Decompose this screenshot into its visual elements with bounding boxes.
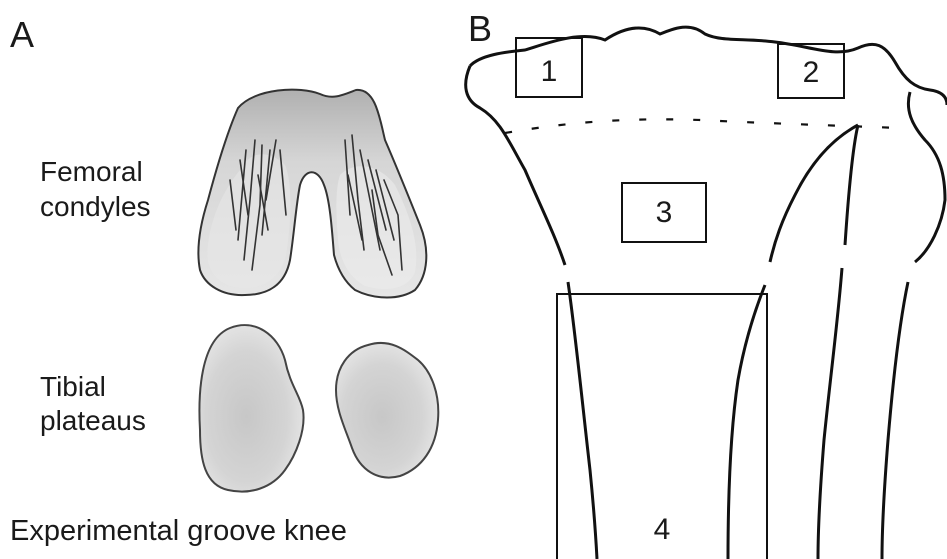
region-label-4: 4	[557, 513, 767, 547]
tibial-plateaus-label-line1: Tibial	[40, 370, 106, 403]
fibula-left-edge-bottom	[818, 268, 842, 559]
fibula-left-edge-top	[845, 125, 858, 245]
panel-label-a: A	[10, 14, 34, 56]
tibial-plateaus-label-line2: plateaus	[40, 404, 146, 437]
figure-caption: Experimental groove knee	[10, 515, 347, 548]
femoral-condyles-label-line1: Femoral	[40, 155, 143, 188]
region-label-2: 2	[778, 56, 844, 90]
panel-label-b: B	[468, 8, 492, 50]
femoral-condyles-label-line2: condyles	[40, 190, 151, 223]
tibial-plateau-left	[199, 325, 303, 491]
region-label-3: 3	[622, 196, 706, 230]
growth-plate-dashed-line	[505, 119, 900, 133]
fibula-right-edge	[908, 92, 945, 262]
tibial-plateau-right	[336, 343, 438, 478]
region-label-1: 1	[516, 55, 582, 89]
fibula-right-edge-bottom	[882, 282, 908, 559]
